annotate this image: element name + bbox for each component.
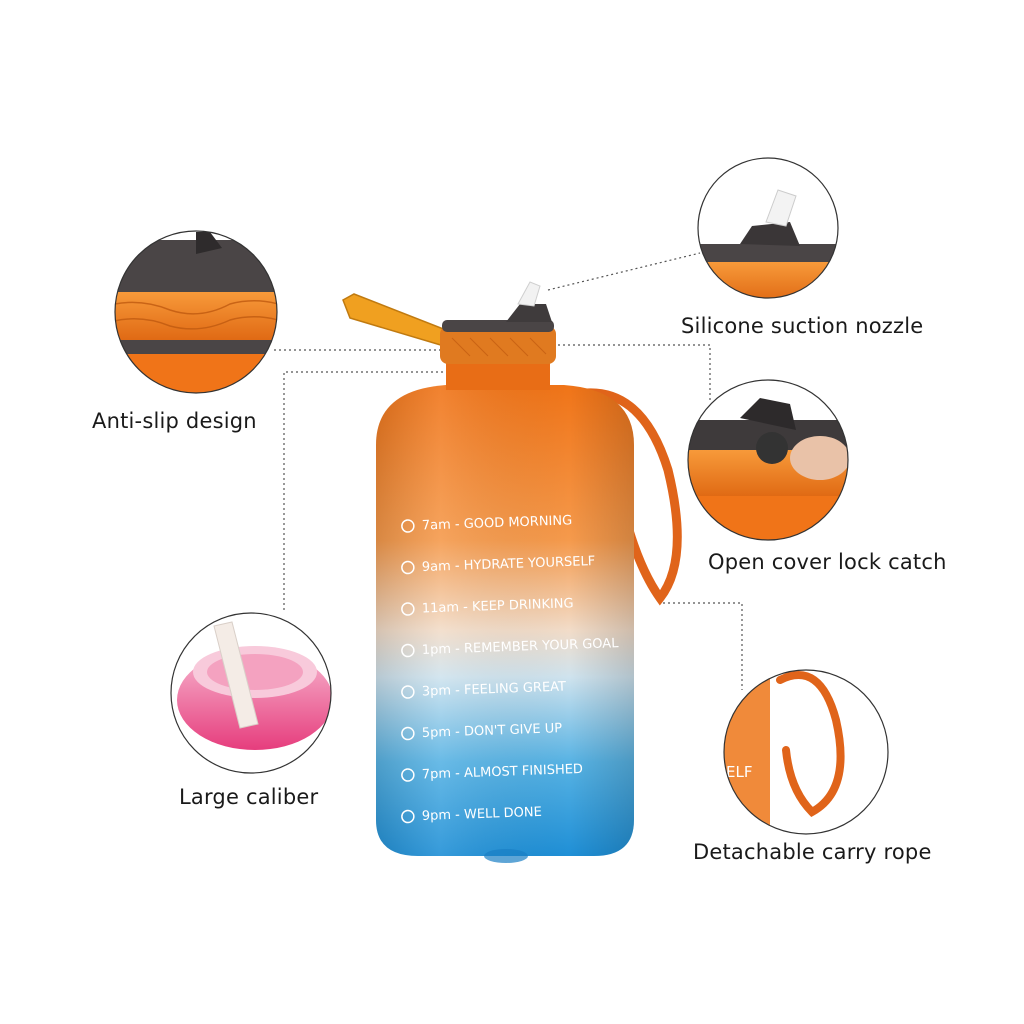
time-marker-list: 7am - GOOD MORNING 9am - HYDRATE YOURSELF… <box>401 513 620 824</box>
time-marker-label: 1pm - REMEMBER YOUR GOAL <box>422 636 620 658</box>
alarm-clock-icon <box>401 809 415 824</box>
straw-nozzle <box>517 281 541 307</box>
time-marker: 5pm - DON'T GIVE UP <box>401 721 563 741</box>
time-marker-label: 5pm - DON'T GIVE UP <box>422 721 563 741</box>
time-marker-label: 11am - KEEP DRINKING <box>422 596 574 616</box>
time-marker: 7am - GOOD MORNING <box>401 513 573 534</box>
time-marker: 11am - KEEP DRINKING <box>401 596 574 617</box>
zoom-text-fragment: ELF <box>726 763 752 781</box>
alarm-clock-icon <box>401 519 415 533</box>
callout-open-cover-lock: Open cover lock catch <box>708 550 947 574</box>
alarm-clock-icon <box>401 685 415 699</box>
zoom-circle-lock-catch <box>687 379 849 541</box>
alarm-clock-icon <box>401 643 415 658</box>
callout-carry-rope: Detachable carry rope <box>693 840 932 864</box>
bottle-handle <box>342 293 447 347</box>
water-bottle <box>342 281 682 863</box>
time-marker: 7pm - ALMOST FINISHED <box>401 762 584 783</box>
time-marker: 3pm - FEELING GREAT <box>401 679 567 700</box>
time-marker-label: 9am - HYDRATE YOURSELF <box>422 554 596 575</box>
alarm-clock-icon <box>401 560 415 575</box>
time-marker: 9pm - WELL DONE <box>401 805 542 824</box>
alarm-clock-icon <box>401 768 415 782</box>
alarm-clock-icon <box>401 602 415 616</box>
callout-large-caliber: Large caliber <box>179 785 319 809</box>
callout-anti-slip: Anti-slip design <box>92 409 257 433</box>
time-marker: 1pm - REMEMBER YOUR GOAL <box>401 636 620 658</box>
time-marker-label: 7pm - ALMOST FINISHED <box>422 762 584 783</box>
alarm-clock-icon <box>401 726 415 741</box>
zoom-circle-silicone-nozzle <box>697 157 839 299</box>
time-marker: 9am - HYDRATE YOURSELF <box>401 554 596 575</box>
time-marker-label: 7am - GOOD MORNING <box>422 513 573 533</box>
time-marker-label: 3pm - FEELING GREAT <box>422 679 567 699</box>
zoom-circle-carry-rope: ELF <box>723 669 889 835</box>
callout-silicone-nozzle: Silicone suction nozzle <box>681 314 924 338</box>
connector-lines <box>274 252 743 690</box>
time-marker-label: 9pm - WELL DONE <box>422 805 542 824</box>
zoom-circle-large-caliber <box>170 612 332 774</box>
zoom-circle-anti-slip <box>114 230 278 394</box>
